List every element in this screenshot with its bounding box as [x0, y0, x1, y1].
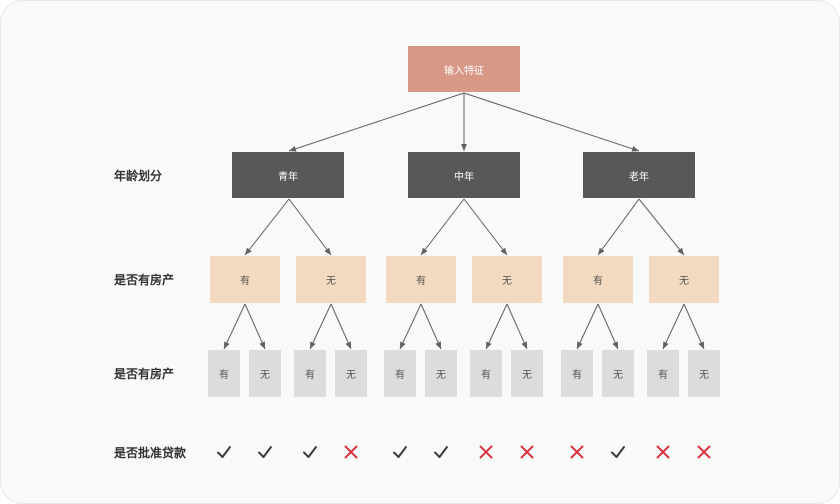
tree-edge	[399, 303, 422, 350]
cross-icon	[517, 442, 537, 462]
root-node: 输入特征	[408, 46, 520, 92]
house2-node: 有	[470, 350, 502, 397]
house1-node: 有	[210, 256, 280, 303]
house1-node: 有	[563, 256, 633, 303]
tree-edge	[244, 198, 290, 256]
tree-edge	[638, 198, 685, 256]
house2-node: 无	[688, 350, 720, 397]
tree-edge	[463, 92, 640, 152]
tree-edge	[597, 303, 619, 350]
tree-edge	[420, 303, 442, 350]
tree-edge	[463, 198, 508, 256]
check-icon	[390, 442, 410, 462]
cross-icon	[567, 442, 587, 462]
tree-edge	[420, 198, 465, 256]
tree-edge	[309, 303, 332, 350]
row-label-house-1: 是否有房产	[114, 273, 175, 287]
house2-node: 无	[425, 350, 457, 397]
tree-edge	[330, 303, 352, 350]
house2-node: 无	[249, 350, 281, 397]
age-node-middle: 中年	[408, 152, 520, 198]
row-label-decision: 是否批准贷款	[114, 446, 187, 460]
cross-icon	[476, 442, 496, 462]
age-node-youth: 青年	[232, 152, 344, 198]
house1-node: 无	[296, 256, 366, 303]
cross-icon	[653, 442, 673, 462]
house1-node: 无	[649, 256, 719, 303]
tree-edge	[288, 198, 332, 256]
check-icon	[214, 442, 234, 462]
tree-edge	[576, 303, 599, 350]
tree-edge	[223, 303, 246, 350]
cross-icon	[341, 442, 361, 462]
house1-node: 无	[472, 256, 542, 303]
tree-edge	[662, 303, 685, 350]
tree-edge	[244, 303, 266, 350]
row-label-house-2: 是否有房产	[114, 367, 175, 381]
row-label-age: 年龄划分	[114, 169, 163, 183]
house2-node: 有	[561, 350, 593, 397]
cross-icon	[694, 442, 714, 462]
house2-node: 有	[384, 350, 416, 397]
tree-edge	[485, 303, 508, 350]
house2-node: 有	[208, 350, 240, 397]
house1-node: 有	[386, 256, 456, 303]
age-node-senior: 老年	[583, 152, 695, 198]
tree-edge	[288, 92, 465, 152]
tree-edge	[506, 303, 528, 350]
check-icon	[431, 442, 451, 462]
house2-node: 有	[294, 350, 326, 397]
house2-node: 有	[647, 350, 679, 397]
tree-edge	[683, 303, 705, 350]
house2-node: 无	[335, 350, 367, 397]
check-icon	[255, 442, 275, 462]
tree-edge	[597, 198, 640, 256]
check-icon	[300, 442, 320, 462]
house2-node: 无	[511, 350, 543, 397]
house2-node: 无	[602, 350, 634, 397]
check-icon	[608, 442, 628, 462]
